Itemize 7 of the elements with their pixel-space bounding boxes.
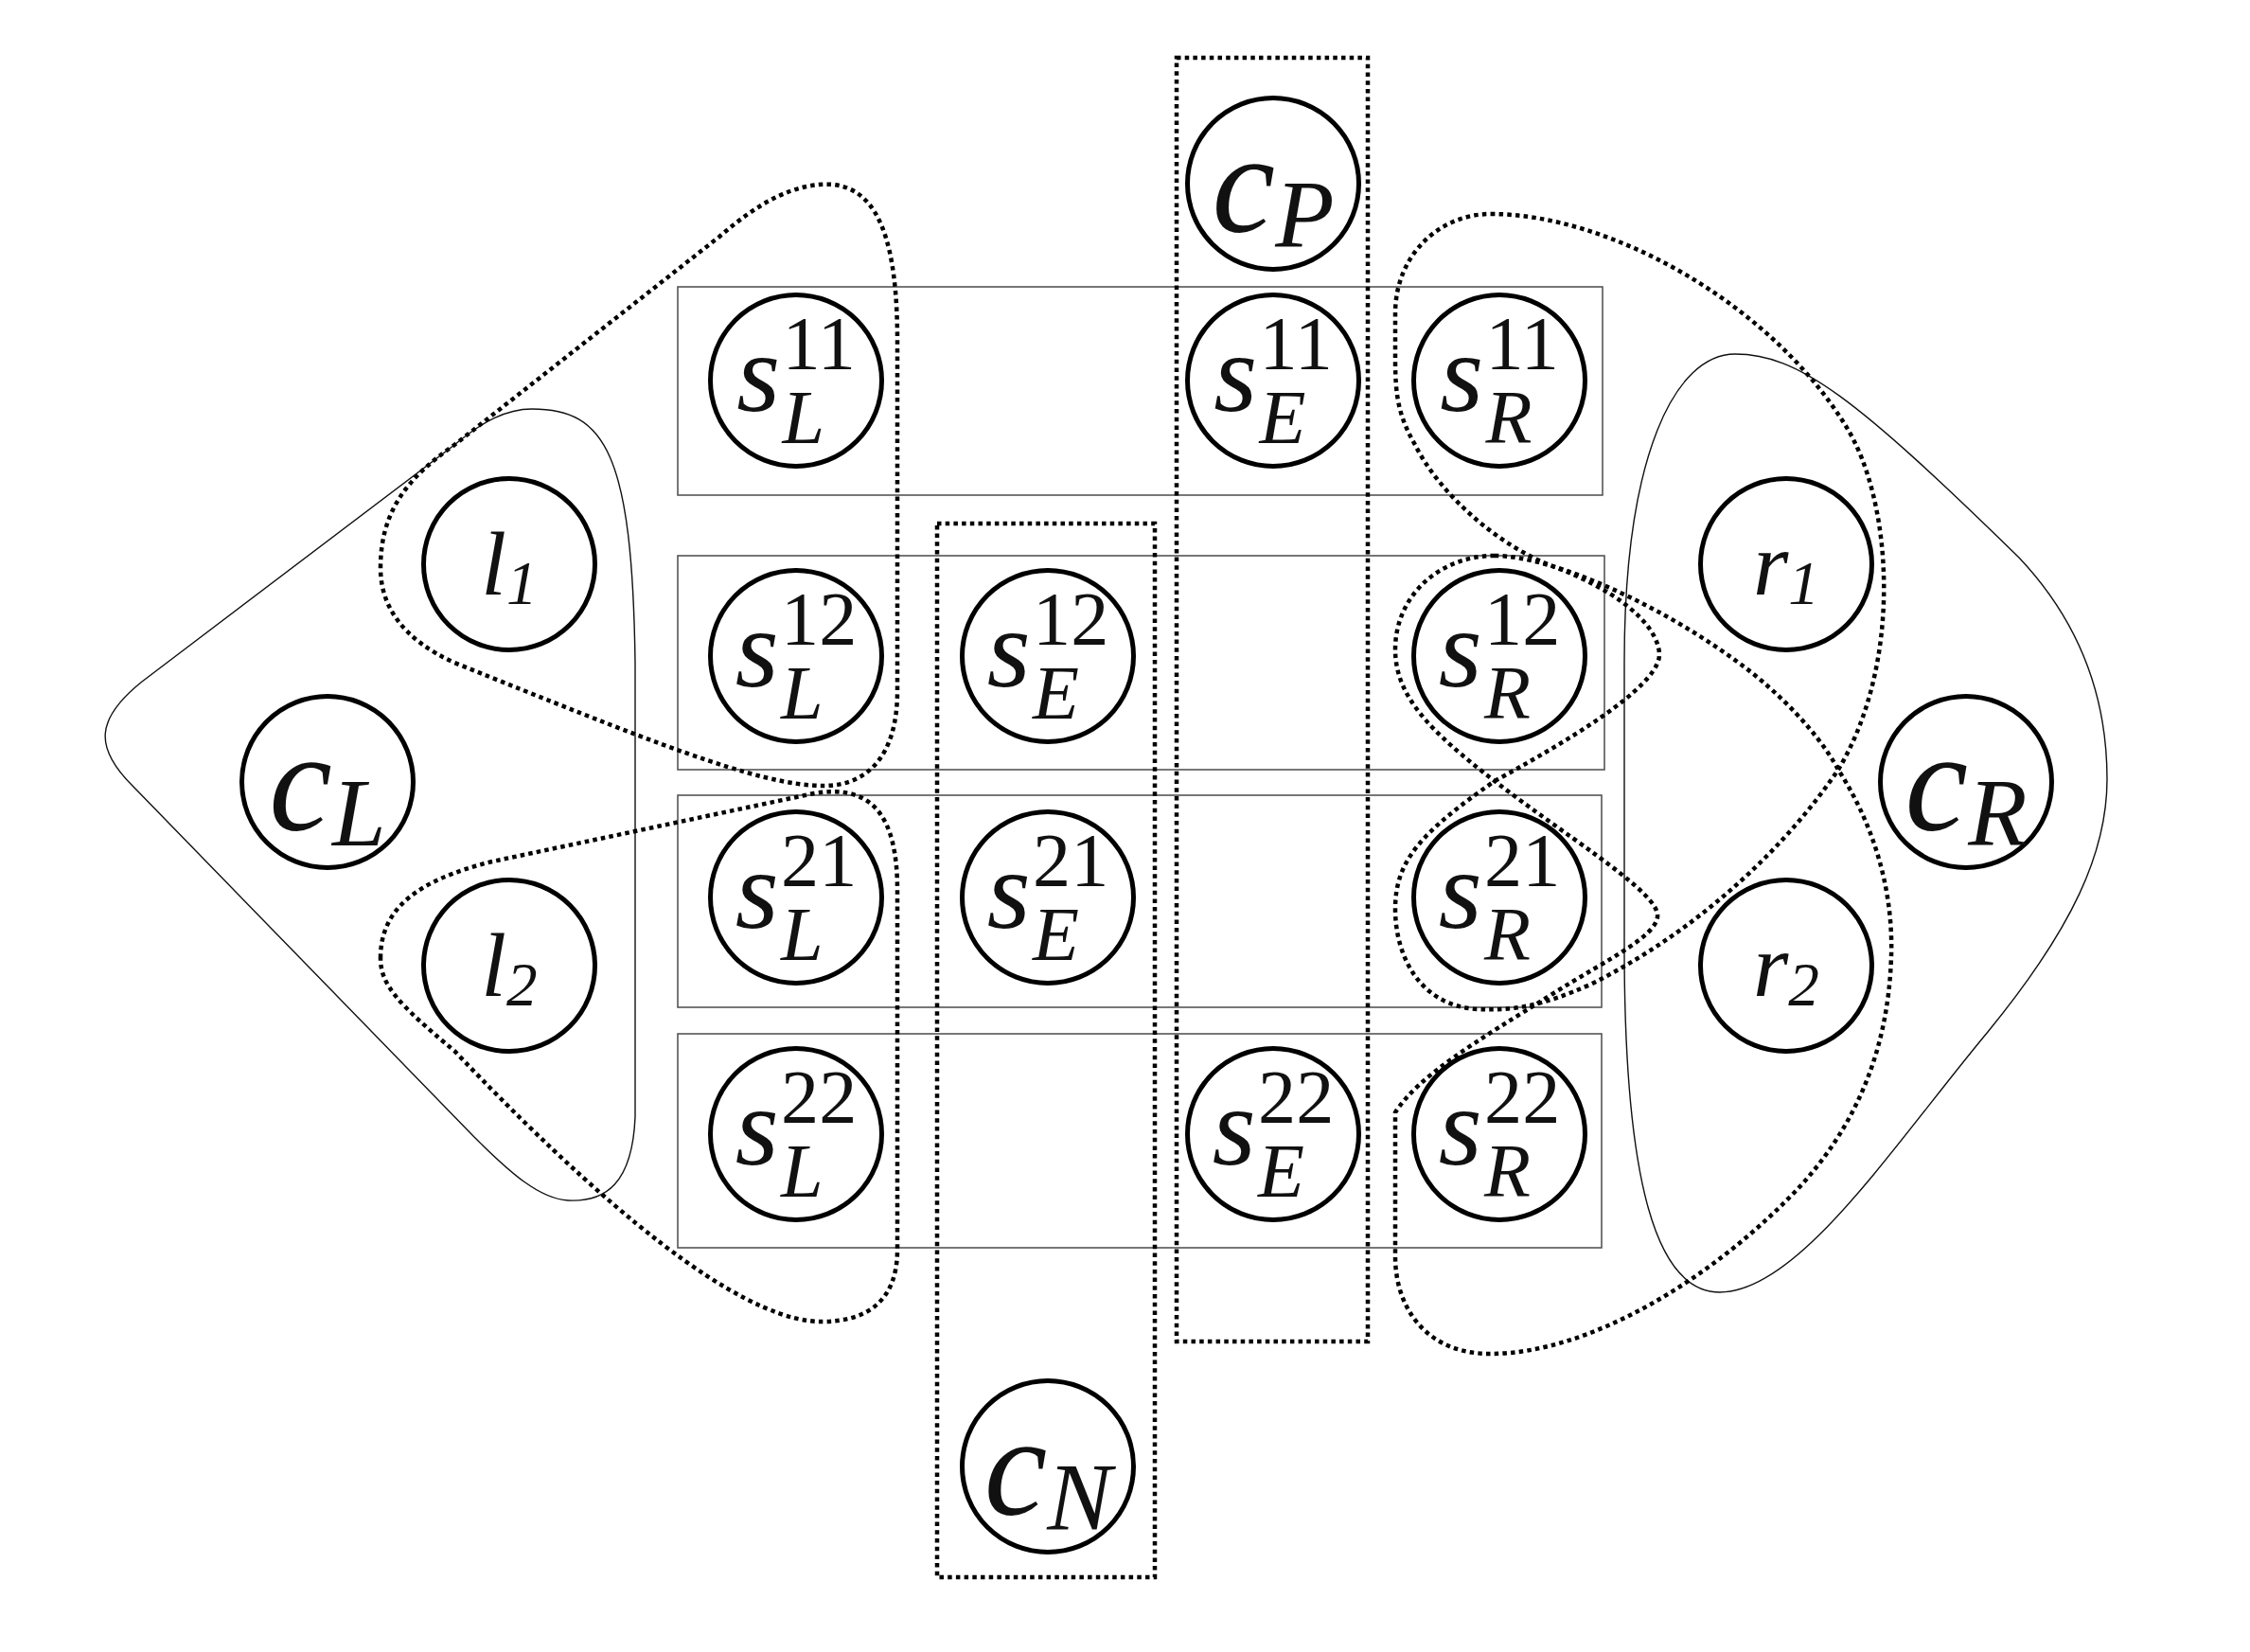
node-label: l$_{1}$ (481, 519, 538, 610)
node-label: r$_{1}$ (1753, 519, 1819, 610)
node-label: r$_{2}$ (1753, 920, 1819, 1011)
node-label: l$_{2}$ (481, 920, 538, 1011)
node-label: c$_{R}$ (1905, 711, 2028, 853)
node-label: c$_{L}$ (269, 711, 386, 853)
node-label: c$_{P}$ (1212, 113, 1335, 255)
